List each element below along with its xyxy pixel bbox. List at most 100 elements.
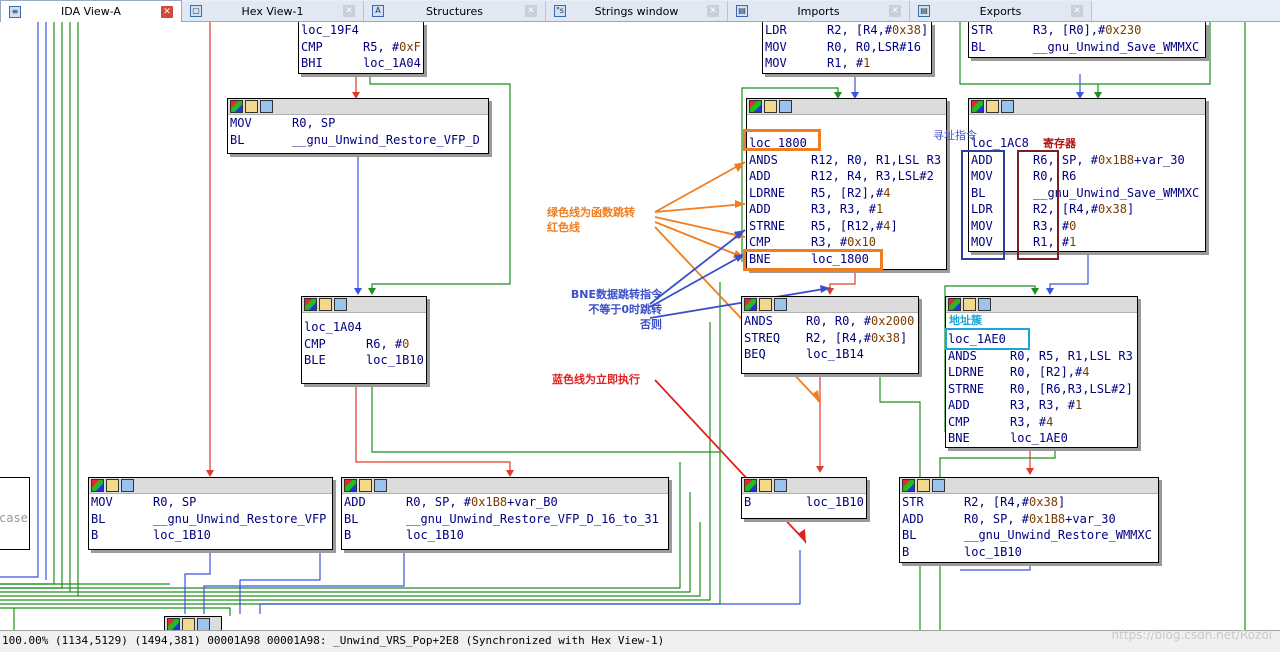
asm-label[interactable]: loc_1AE0 xyxy=(948,332,1006,346)
code-block-loc-1b10[interactable] xyxy=(164,616,222,630)
graph-icon[interactable] xyxy=(978,298,991,311)
color-icon[interactable] xyxy=(948,298,961,311)
rename-icon[interactable] xyxy=(963,298,976,311)
graph-icon[interactable] xyxy=(260,100,273,113)
asm-label[interactable]: case xyxy=(0,511,28,525)
rename-icon[interactable] xyxy=(917,479,930,492)
graph-icon[interactable] xyxy=(774,298,787,311)
graph-icon[interactable] xyxy=(932,479,945,492)
tab-hex-view-1[interactable]: ▢ Hex View-1 ✕ xyxy=(182,1,364,21)
asm-line[interactable]: BL__gnu_Unwind_Restore_VFP_D xyxy=(230,132,480,147)
close-icon[interactable]: ✕ xyxy=(889,5,901,17)
graph-icon[interactable] xyxy=(334,298,347,311)
graph-icon[interactable] xyxy=(197,618,210,630)
tab-imports[interactable]: ▤ Imports ✕ xyxy=(728,1,910,21)
color-icon[interactable] xyxy=(744,479,757,492)
asm-label[interactable]: loc_1A04 xyxy=(304,320,362,334)
color-icon[interactable] xyxy=(902,479,915,492)
asm-line[interactable]: BL__gnu_Unwind_Save_WMMXC xyxy=(971,185,1200,200)
asm-line[interactable]: BL__gnu_Unwind_Restore_VFP_D_16_to_31 xyxy=(344,511,659,526)
close-icon[interactable]: ✕ xyxy=(161,5,173,18)
rename-icon[interactable] xyxy=(106,479,119,492)
graph-icon[interactable] xyxy=(121,479,134,492)
color-icon[interactable] xyxy=(230,100,243,113)
close-icon[interactable]: ✕ xyxy=(1071,5,1083,17)
graph-icon[interactable] xyxy=(374,479,387,492)
code-block-case[interactable]: case xyxy=(0,477,30,550)
color-icon[interactable] xyxy=(971,100,984,113)
rename-icon[interactable] xyxy=(245,100,258,113)
rename-icon[interactable] xyxy=(759,298,772,311)
close-icon[interactable]: ✕ xyxy=(707,5,719,17)
graph-icon[interactable] xyxy=(1001,100,1014,113)
asm-label[interactable]: loc_19F4 xyxy=(301,23,359,37)
tab-structures[interactable]: A Structures ✕ xyxy=(364,1,546,21)
asm-line[interactable]: BL__gnu_Unwind_Restore_VFP xyxy=(91,511,327,526)
asm-label[interactable]: loc_1800 xyxy=(749,136,807,150)
close-icon[interactable]: ✕ xyxy=(343,5,355,17)
rename-icon[interactable] xyxy=(319,298,332,311)
tab-strings-window[interactable]: "s Strings window ✕ xyxy=(546,1,728,21)
tab-ida-view-a[interactable]: ≡ IDA View-A ✕ xyxy=(0,0,182,22)
color-icon[interactable] xyxy=(91,479,104,492)
graph-icon[interactable] xyxy=(774,479,787,492)
asm-line[interactable]: BL__gnu_Unwind_Save_WMMXC xyxy=(971,39,1200,54)
rename-icon[interactable] xyxy=(759,479,772,492)
tab-exports[interactable]: ▤ Exports ✕ xyxy=(910,1,1092,21)
rename-icon[interactable] xyxy=(182,618,195,630)
color-icon[interactable] xyxy=(744,298,757,311)
color-icon[interactable] xyxy=(304,298,317,311)
color-icon[interactable] xyxy=(167,618,180,630)
rename-icon[interactable] xyxy=(359,479,372,492)
rename-icon[interactable] xyxy=(986,100,999,113)
graph-icon[interactable] xyxy=(779,100,792,113)
rename-icon[interactable] xyxy=(764,100,777,113)
